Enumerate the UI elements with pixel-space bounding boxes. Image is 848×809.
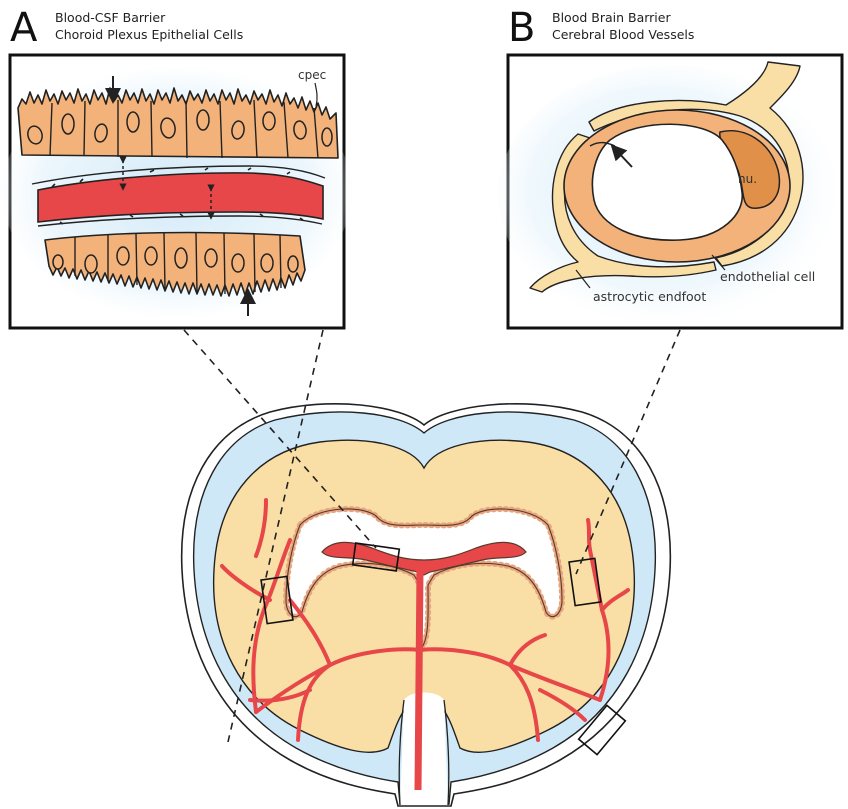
nucleus-label: nu. — [738, 172, 757, 186]
endothelial-cell-label: endothelial cell — [720, 269, 815, 284]
cpec-label: cpec — [298, 68, 326, 82]
vessel-lumen — [592, 124, 742, 240]
endothelial-cell — [564, 110, 790, 262]
astrocytic-endfoot-label: astrocytic endfoot — [593, 289, 706, 304]
ventral-fissure — [400, 693, 448, 806]
brain-cross-section — [182, 330, 680, 806]
central-artery — [418, 568, 420, 790]
panel-a-inset — [2, 55, 352, 328]
panel-b-inset: nu. endothelial cell astrocytic endfoot — [498, 55, 842, 328]
